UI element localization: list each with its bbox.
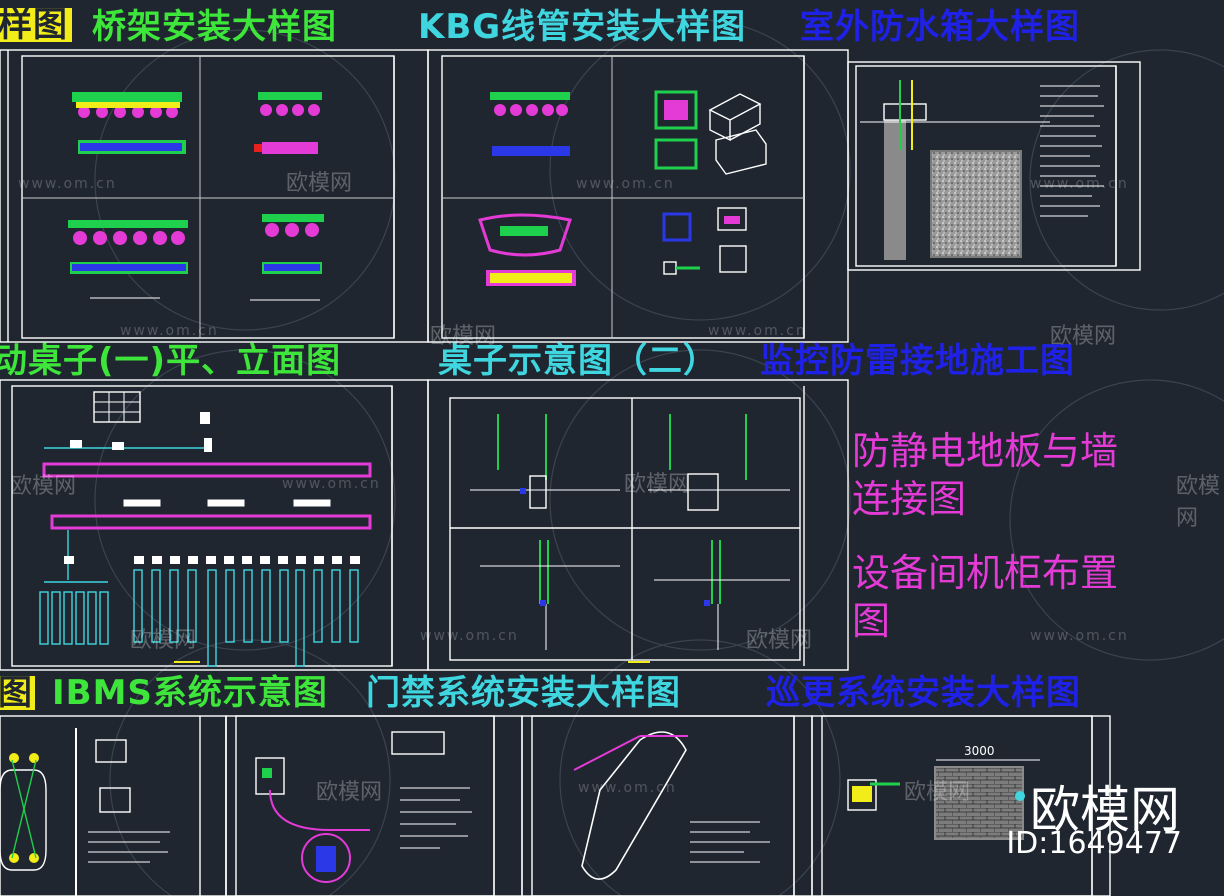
watermark-logo: 欧模网 <box>1176 474 1221 531</box>
title-access-control: 门禁系统安装大样图 <box>366 673 681 713</box>
sheet-waterproof-box <box>847 61 1141 271</box>
sheet-room-layout-details <box>847 759 1040 840</box>
title-cable-tray: 桥架安装大样图 <box>92 7 337 47</box>
watermark-logo: 欧模网 <box>10 474 77 499</box>
watermark-logo: 欧模网 <box>286 171 353 196</box>
title-row1-partial: 样图 <box>0 8 72 42</box>
title-desk-diagram: 桌子示意图（二） <box>438 341 718 381</box>
title-waterproof-box: 室外防水箱大样图 <box>800 7 1080 47</box>
watermark-url: www.om.cn <box>18 176 117 192</box>
sheet-cable-tray-details <box>68 92 324 301</box>
watermark-url: www.om.cn <box>1030 176 1129 192</box>
brand-logo: 欧模网 <box>1030 781 1180 839</box>
watermark-logo: 欧模网 <box>130 628 197 653</box>
note-antistatic-line1: 防静电地板与墙 <box>852 429 1119 473</box>
watermark-logo: 欧模网 <box>1050 324 1117 349</box>
title-row3-partial: 图 <box>0 676 35 710</box>
note-cabinet-line2: 图 <box>852 598 891 643</box>
dimension-label: 3000 <box>964 744 995 758</box>
sheet-room-layout <box>811 715 1111 896</box>
sheet-cable-tray <box>0 49 429 343</box>
watermark-url: www.om.cn <box>708 323 807 339</box>
brand-id: ID:1649477 <box>1006 826 1182 861</box>
title-lightning-grounding: 监控防雷接地施工图 <box>760 341 1075 381</box>
sheet-movable-desk-details <box>39 391 372 667</box>
title-patrol-system: 巡更系统安装大样图 <box>766 673 1081 713</box>
watermark-url: www.om.cn <box>578 780 677 796</box>
sheet-ibms-details <box>0 728 170 896</box>
sheet-kbg-details <box>478 90 767 286</box>
sheet-desk-diagram <box>427 379 849 671</box>
watermark-url: www.om.cn <box>576 176 675 192</box>
watermark-logo: 欧模网 <box>624 472 691 497</box>
watermark-url: www.om.cn <box>120 323 219 339</box>
sheet-waterproof-details <box>860 80 1104 260</box>
watermark-logo: 欧模网 <box>430 324 497 349</box>
watermark-url: www.om.cn <box>282 476 381 492</box>
note-cabinet-line1: 设备间机柜布置 <box>852 551 1119 595</box>
title-kbg-conduit: KBG线管安装大样图 <box>418 7 747 47</box>
sheet-desk-diagram-details <box>470 414 790 663</box>
title-movable-desk: 活动桌子(一)平、立面图 <box>0 341 342 381</box>
watermark-logo: 欧模网 <box>746 628 813 653</box>
watermark-logo: 欧模网 <box>316 780 383 805</box>
note-antistatic-floor: 防静电地板与墙 连接图 <box>852 428 1118 523</box>
watermark-url: www.om.cn <box>1030 628 1129 644</box>
watermark-logo: 欧模网 <box>904 780 971 805</box>
title-ibms: IBMS系统示意图 <box>52 673 328 713</box>
sheet-access-control <box>225 715 523 896</box>
watermark-url: www.om.cn <box>420 628 519 644</box>
sheet-patrol-details <box>573 731 770 880</box>
sheet-access-control-details <box>255 731 472 883</box>
watermark-arcs <box>94 19 1224 896</box>
note-antistatic-line2: 连接图 <box>852 476 967 521</box>
note-cabinet-layout: 设备间机柜布置 图 <box>852 550 1118 645</box>
